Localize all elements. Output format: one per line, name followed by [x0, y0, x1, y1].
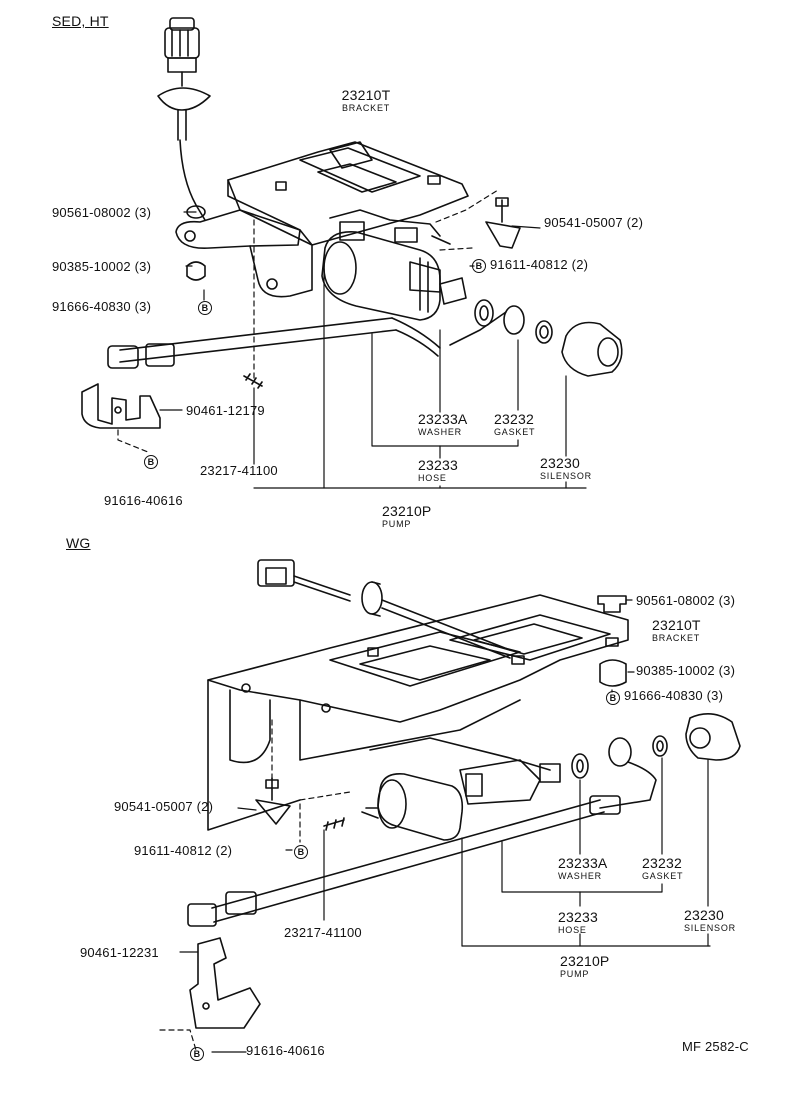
- bottom-grommet-small: [597, 595, 627, 687]
- top-silensor-label: 23230 SILENSOR: [540, 456, 592, 481]
- top-silensor-name: SILENSOR: [540, 471, 592, 481]
- bottom-part-90385: 90385-10002 (3): [636, 663, 736, 678]
- top-screw: [243, 373, 263, 389]
- bottom-gasket-number: 23232: [642, 855, 682, 871]
- bottom-b-marker-91616: B: [190, 1046, 204, 1061]
- bottom-b-marker-91611: B: [294, 844, 308, 859]
- b-circle-icon: B: [472, 258, 486, 273]
- bottom-bracket: [207, 594, 629, 831]
- top-washer-label: 23233A WASHER: [418, 412, 467, 437]
- top-part-90561: 90561-08002 (3): [52, 205, 152, 220]
- top-grommet-small: [186, 205, 206, 281]
- top-b-marker-91611: B: [472, 258, 486, 273]
- top-clamp: [81, 383, 161, 429]
- bottom-pump: [361, 737, 561, 841]
- bottom-silensor-part: [685, 713, 741, 761]
- bottom-washer-label: 23233A WASHER: [558, 856, 607, 881]
- top-gasket-part: [535, 320, 553, 344]
- top-connector-plug: [164, 17, 200, 87]
- bottom-gasket-name: GASKET: [642, 871, 684, 881]
- section-title-sed-ht: SED, HT: [52, 13, 109, 29]
- top-hose-name: HOSE: [418, 473, 447, 483]
- top-gasket-name: GASKET: [494, 427, 536, 437]
- b-circle-icon: B: [294, 844, 308, 859]
- top-part-90385: 90385-10002 (3): [52, 259, 152, 274]
- b-circle-icon: B: [144, 454, 158, 469]
- bottom-part-90461: 90461-12231: [80, 945, 159, 960]
- top-wire: [179, 139, 206, 221]
- bottom-gasket-part: [652, 735, 668, 757]
- b-circle-icon: B: [190, 1046, 204, 1061]
- bottom-nut: [255, 777, 291, 825]
- bottom-pump-number: 23210P: [560, 953, 610, 969]
- top-bracket: [175, 141, 469, 298]
- bottom-washer-number: 23233A: [558, 855, 608, 871]
- top-part-23217: 23217-41100: [200, 463, 278, 478]
- top-washer-number: 23233A: [418, 411, 468, 427]
- bottom-hose-fitting: [599, 737, 657, 809]
- bottom-part-90561: 90561-08002 (3): [636, 593, 736, 608]
- top-gasket-number: 23232: [494, 411, 534, 427]
- top-nut: [485, 197, 521, 249]
- bottom-connector-plug: [257, 559, 351, 602]
- figure-code: MF 2582-C: [682, 1039, 749, 1054]
- bottom-hose-label: 23233 HOSE: [558, 910, 598, 935]
- bottom-bracket-label: 23210T BRACKET: [652, 618, 701, 643]
- section-title-wg: WG: [66, 535, 91, 551]
- bottom-b-marker-91666: B: [606, 690, 620, 705]
- top-silensor-number: 23230: [540, 455, 580, 471]
- top-b-marker-91666: B: [198, 300, 212, 315]
- top-bracket-label: 23210T BRACKET: [342, 88, 391, 113]
- top-pump-number: 23210P: [382, 503, 432, 519]
- top-part-90461: 90461-12179: [186, 403, 265, 418]
- bottom-part-91616: 91616-40616: [246, 1043, 325, 1058]
- bottom-part-23217: 23217-41100: [284, 925, 362, 940]
- bottom-bracket-number: 23210T: [652, 617, 701, 633]
- bottom-pump-name: PUMP: [560, 969, 590, 979]
- bottom-bracket-name: BRACKET: [652, 633, 701, 643]
- top-hose-fitting: [449, 305, 525, 346]
- top-bolt: [431, 235, 451, 245]
- bottom-part-91666: 91666-40830 (3): [624, 688, 724, 703]
- bottom-washer-part: [571, 753, 589, 779]
- bottom-silensor-number: 23230: [684, 907, 724, 923]
- b-circle-icon: B: [198, 300, 212, 315]
- top-fuel-pipe: [107, 317, 441, 369]
- top-leaders: [117, 189, 587, 489]
- top-b-marker-91616: B: [144, 454, 158, 469]
- bottom-silensor-label: 23230 SILENSOR: [684, 908, 736, 933]
- top-silensor-part: [561, 321, 623, 377]
- top-part-91611: 91611-40812 (2): [490, 257, 589, 272]
- bottom-screw: [323, 817, 345, 831]
- bottom-hose-number: 23233: [558, 909, 598, 925]
- bottom-pump-label: 23210P PUMP: [560, 954, 609, 979]
- b-circle-icon: B: [606, 690, 620, 705]
- bottom-fuel-pipe: [187, 795, 621, 927]
- bottom-part-90541: 90541-05007 (2): [114, 799, 214, 814]
- bottom-washer-name: WASHER: [558, 871, 602, 881]
- bottom-leaders: [159, 599, 711, 1053]
- top-hose-label: 23233 HOSE: [418, 458, 458, 483]
- top-part-91666: 91666-40830 (3): [52, 299, 152, 314]
- top-washer-name: WASHER: [418, 427, 462, 437]
- bottom-part-91611: 91611-40812 (2): [134, 843, 233, 858]
- top-part-90541: 90541-05007 (2): [544, 215, 644, 230]
- top-pump-label: 23210P PUMP: [382, 504, 431, 529]
- bottom-clamp: [189, 937, 261, 1029]
- top-part-91616: 91616-40616: [104, 493, 183, 508]
- top-grommet: [157, 87, 211, 141]
- bottom-hose-name: HOSE: [558, 925, 587, 935]
- top-washer-part: [474, 299, 494, 327]
- top-pump-name: PUMP: [382, 519, 412, 529]
- top-pump: [321, 209, 467, 321]
- top-bracket-number: 23210T: [341, 87, 391, 103]
- bottom-silensor-name: SILENSOR: [684, 923, 736, 933]
- top-hose-number: 23233: [418, 457, 458, 473]
- top-gasket-label: 23232 GASKET: [494, 412, 535, 437]
- bottom-gasket-label: 23232 GASKET: [642, 856, 683, 881]
- top-bracket-name: BRACKET: [341, 103, 391, 113]
